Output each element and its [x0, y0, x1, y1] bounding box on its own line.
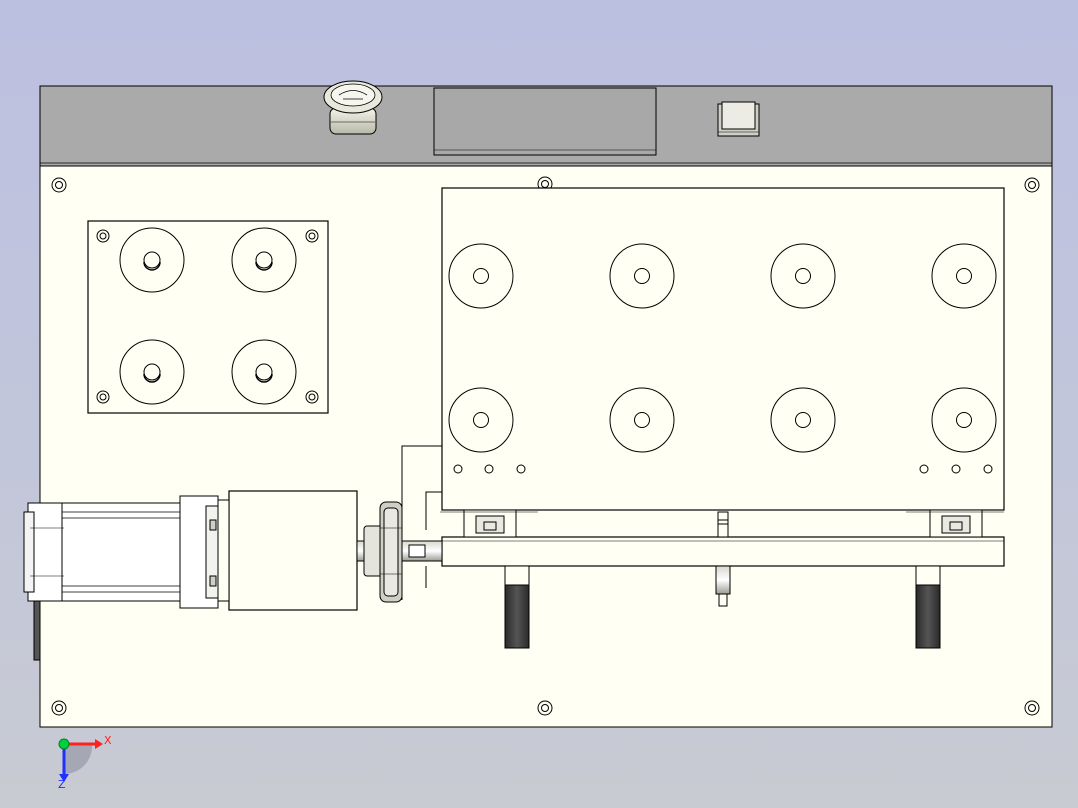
roller-icon [770, 243, 836, 309]
roller-icon [931, 387, 997, 453]
motor-assembly [23, 490, 443, 661]
rail-carriage [906, 509, 1004, 538]
screw-icon [96, 229, 110, 243]
screw-icon [537, 700, 553, 716]
z-axis-label: Z [58, 778, 66, 791]
roller-icon [119, 339, 185, 405]
mounting-screws [51, 176, 1040, 716]
roller-icon [609, 387, 675, 453]
roller-icon [931, 243, 997, 309]
roller-icon [448, 387, 514, 453]
rail-carriage [440, 509, 538, 538]
x-axis-label: X [104, 734, 112, 747]
dark-support [915, 565, 941, 649]
screw-icon [305, 390, 319, 404]
roller-icon [231, 227, 297, 293]
screw-icon [51, 700, 67, 716]
roller-icon [609, 243, 675, 309]
screw-icon [305, 229, 319, 243]
large-roller-block [441, 187, 1005, 511]
roller-icon [119, 227, 185, 293]
small-roller-block [87, 220, 329, 414]
hole-row-left [453, 464, 526, 474]
roller-icon [231, 339, 297, 405]
axis-triad: X Z [58, 734, 112, 791]
display-window [433, 87, 657, 156]
emergency-stop-button[interactable] [323, 80, 383, 135]
screw-icon [1024, 177, 1040, 193]
screw-icon [1024, 700, 1040, 716]
roller-icon [770, 387, 836, 453]
linear-rail [440, 509, 1005, 649]
dark-support [504, 565, 530, 649]
hole-row-right [919, 464, 993, 474]
screw-icon [96, 390, 110, 404]
roller-icon [448, 243, 514, 309]
screw-icon [51, 177, 67, 193]
square-push-button[interactable] [717, 101, 760, 137]
center-sensor [715, 511, 731, 607]
